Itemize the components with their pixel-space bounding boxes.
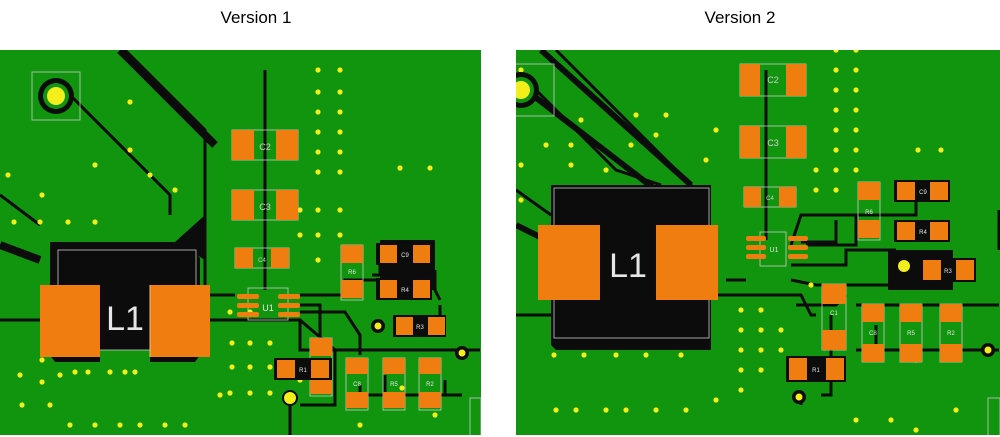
- capacitor-c2: C2: [739, 63, 807, 97]
- version-2-caption: Version 2: [704, 8, 776, 27]
- svg-text:R4: R4: [401, 288, 409, 294]
- svg-text:R4: R4: [919, 230, 927, 236]
- svg-text:C8: C8: [869, 331, 877, 337]
- capacitor-c4: C4: [234, 247, 290, 269]
- svg-text:R3: R3: [944, 269, 952, 275]
- svg-text:U1: U1: [262, 303, 274, 313]
- l1-refdes: L1: [106, 300, 144, 338]
- mounting-hole-outline: [516, 63, 555, 117]
- resistor-r6: R6: [340, 244, 364, 301]
- svg-text:R6: R6: [865, 210, 873, 216]
- capacitor-c2: C2: [231, 129, 299, 161]
- ic-u1: U1: [237, 287, 300, 321]
- inductor-l1: L1: [538, 187, 718, 339]
- svg-text:R5: R5: [390, 382, 398, 388]
- mounting-hole-outline: [31, 71, 81, 121]
- svg-text:C2: C2: [767, 75, 779, 85]
- svg-text:C3: C3: [259, 202, 271, 212]
- resistor-r5: R5: [899, 303, 923, 363]
- svg-text:C4: C4: [258, 258, 266, 264]
- ic-u1: U1: [746, 231, 808, 267]
- resistor-r3: R3: [898, 258, 976, 282]
- svg-text:C2: C2: [259, 142, 271, 152]
- via-field: [518, 50, 959, 433]
- svg-text:C8: C8: [353, 382, 361, 388]
- resistor-r4: R4: [376, 278, 432, 300]
- capacitor-c4: C4: [743, 186, 797, 208]
- l1-pad-right: [150, 285, 210, 357]
- resistor-r1: R1: [274, 358, 332, 406]
- svg-text:R2: R2: [947, 331, 955, 337]
- mounting-hole-pad: [516, 81, 530, 99]
- l1-pad-left: [538, 225, 600, 300]
- capacitor-c9: C9: [376, 243, 432, 265]
- svg-text:C1: C1: [830, 311, 838, 317]
- pcb-layout-version-1: L1 U1 C2 C3 C4 R6: [0, 50, 481, 435]
- svg-text:R2: R2: [426, 382, 434, 388]
- svg-text:U1: U1: [770, 247, 779, 254]
- svg-text:R1: R1: [812, 368, 820, 374]
- svg-text:R3: R3: [416, 325, 424, 331]
- capacitor-c3: C3: [231, 189, 299, 221]
- svg-text:R5: R5: [907, 331, 915, 337]
- capacitor-c8: C8: [345, 357, 369, 411]
- pcb-layout-version-2: L1 U1 C2 C3 C4 R6: [516, 50, 1000, 435]
- svg-text:C4: C4: [766, 196, 774, 202]
- svg-text:R1: R1: [299, 368, 307, 374]
- inductor-l1: L1: [40, 249, 210, 357]
- capacitor-c8: C8: [861, 303, 885, 363]
- l1-pad-left: [40, 285, 100, 357]
- resistor-r2: R2: [418, 346, 469, 411]
- l1-refdes: L1: [609, 247, 647, 285]
- resistor-r1: R1: [786, 356, 846, 404]
- resistor-r5: R5: [382, 357, 406, 411]
- resistor-r2: R2: [939, 303, 995, 363]
- resistor-r6: R6: [857, 181, 881, 241]
- mounting-hole-pad: [47, 87, 65, 105]
- svg-text:C9: C9: [919, 190, 927, 196]
- capacitor-c1: C1: [821, 283, 847, 351]
- capacitor-c3: C3: [739, 125, 807, 159]
- version-1-caption: Version 1: [220, 8, 292, 27]
- resistor-r4: R4: [894, 220, 950, 242]
- capacitor-c9: C9: [894, 180, 950, 202]
- l1-pad-right: [656, 225, 718, 300]
- svg-text:C3: C3: [767, 138, 779, 148]
- resistor-r3: R3: [371, 315, 446, 337]
- svg-text:C9: C9: [401, 253, 409, 259]
- svg-text:R6: R6: [348, 270, 356, 276]
